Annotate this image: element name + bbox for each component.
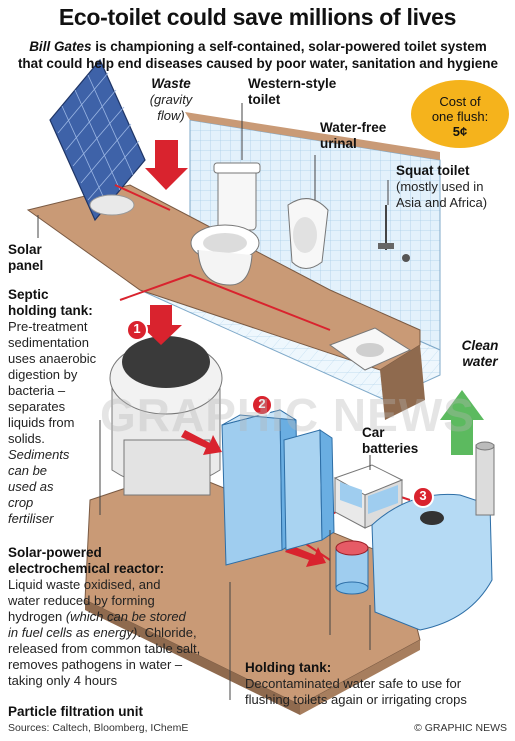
page-title: Eco-toilet could save millions of lives (58, 4, 457, 30)
septic-italic-line: crop (8, 495, 34, 510)
solar-panel-graphic (49, 58, 146, 222)
septic-line: uses anaerobic (8, 351, 97, 366)
reactor-line3a: hydrogen (8, 609, 66, 624)
waste-line1: (gravity (149, 92, 193, 107)
septic-line: Pre-treatment (8, 319, 88, 334)
septic-line: bacteria – (8, 383, 66, 398)
septic-title1: Septic (8, 287, 49, 302)
western-toilet-graphic (190, 162, 261, 286)
filtration-label: Particle filtration unit (8, 704, 144, 719)
badge-2-label: 2 (258, 396, 266, 411)
reactor-graphic (221, 409, 335, 566)
solar-line1: Solar (8, 242, 42, 257)
septic-line: separates (8, 399, 66, 414)
cost-line2: one flush: (431, 109, 489, 124)
waste-line2: flow) (157, 108, 185, 123)
cost-value: 5¢ (452, 124, 468, 139)
holding-tank-graphic (371, 441, 495, 631)
reactor-line7: taking only 4 hours (8, 673, 118, 688)
holding-line1: Decontaminated water safe to use for (245, 676, 462, 691)
clean-water-arrow (440, 390, 484, 455)
septic-line: liquids from (8, 415, 75, 430)
filtration-graphic (335, 540, 369, 595)
septic-italic-line: used as (8, 479, 54, 494)
squat-line2: Asia and Africa) (396, 195, 488, 210)
urinal-line2: urinal (320, 136, 357, 151)
squat-line1: (mostly used in (396, 179, 484, 194)
reactor-line2: water reduced by forming (8, 593, 155, 608)
septic-line: sedimentation (8, 335, 89, 350)
subtitle-line2: that could help end diseases caused by p… (17, 56, 499, 71)
batteries-line2: batteries (362, 441, 419, 456)
western-toilet-line1: Western-style (248, 76, 337, 91)
squat-toilet-graphic (328, 205, 412, 371)
holding-line2: flushing toilets again or irrigating cro… (245, 692, 467, 707)
holding-tank-label: Holding tank: Decontaminated water safe … (245, 660, 467, 708)
cost-line1: Cost of (439, 94, 481, 109)
subtitle-rest: is championing a self-contained, solar-p… (91, 39, 487, 54)
badge-3-label: 3 (419, 488, 427, 503)
squat-toilet-label: Squat toilet (mostly used in Asia and Af… (396, 163, 487, 211)
western-toilet-line2: toilet (248, 92, 281, 107)
sources: Sources: Caltech, Bloomberg, IChemE (8, 722, 189, 734)
reactor-line5: released from common table salt, (8, 641, 201, 656)
septic-italic-line: fertiliser (8, 511, 54, 526)
reactor-line4b: . Chloride, (137, 625, 197, 640)
reactor-title2: electrochemical reactor: (8, 561, 165, 576)
badge-2 (251, 394, 273, 416)
septic-title2: holding tank: (8, 303, 93, 318)
septic-italic-line: Sediments (8, 447, 70, 462)
credit: © GRAPHIC NEWS (414, 722, 507, 734)
badge-1 (126, 319, 148, 341)
reactor-title1: Solar-powered (8, 545, 102, 560)
reactor-line4a: in fuel cells as energy) (8, 625, 138, 640)
clean-water-line1: Clean (461, 338, 499, 353)
septic-tank-label: Septic holding tank: Pre-treatment sedim… (8, 287, 108, 527)
reactor-line6: removes pathogens in water – (8, 657, 183, 672)
reactor-line1: Liquid waste oxidised, and (8, 577, 161, 592)
clean-water-label: Clean water (455, 338, 505, 370)
watermark: GRAPHIC NEWS (100, 389, 475, 441)
urinal-graphic (287, 198, 329, 269)
western-toilet-label: Western-style toilet (248, 76, 336, 108)
clean-water-line2: water (462, 354, 498, 369)
septic-line: digestion by (8, 367, 78, 382)
reactor-label: Solar-powered electrochemical reactor: L… (8, 545, 338, 689)
page-subtitle: Bill Gates is championing a self-contain… (8, 38, 508, 72)
waste-arrow (145, 140, 188, 190)
holding-title: Holding tank: (245, 660, 332, 675)
urinal-line1: Water-free (320, 120, 387, 135)
badge-3 (412, 486, 434, 508)
solar-panel-label: Solar panel (8, 242, 43, 274)
squat-title: Squat toilet (396, 163, 470, 178)
urinal-label: Water-free urinal (320, 120, 386, 152)
batteries-label: Car batteries (362, 425, 418, 457)
septic-tank-graphic (109, 336, 223, 496)
waste-label: Waste (gravity flow) (140, 76, 202, 124)
waste-title: Waste (151, 76, 191, 91)
solar-line2: panel (8, 258, 44, 273)
badge-1-label: 1 (133, 321, 141, 336)
subtitle-name: Bill Gates (29, 39, 92, 54)
septic-line: solids. (8, 431, 45, 446)
septic-italic-line: can be (8, 463, 48, 478)
batteries-line1: Car (362, 425, 385, 440)
reactor-line3b: (which can be stored (65, 609, 186, 624)
